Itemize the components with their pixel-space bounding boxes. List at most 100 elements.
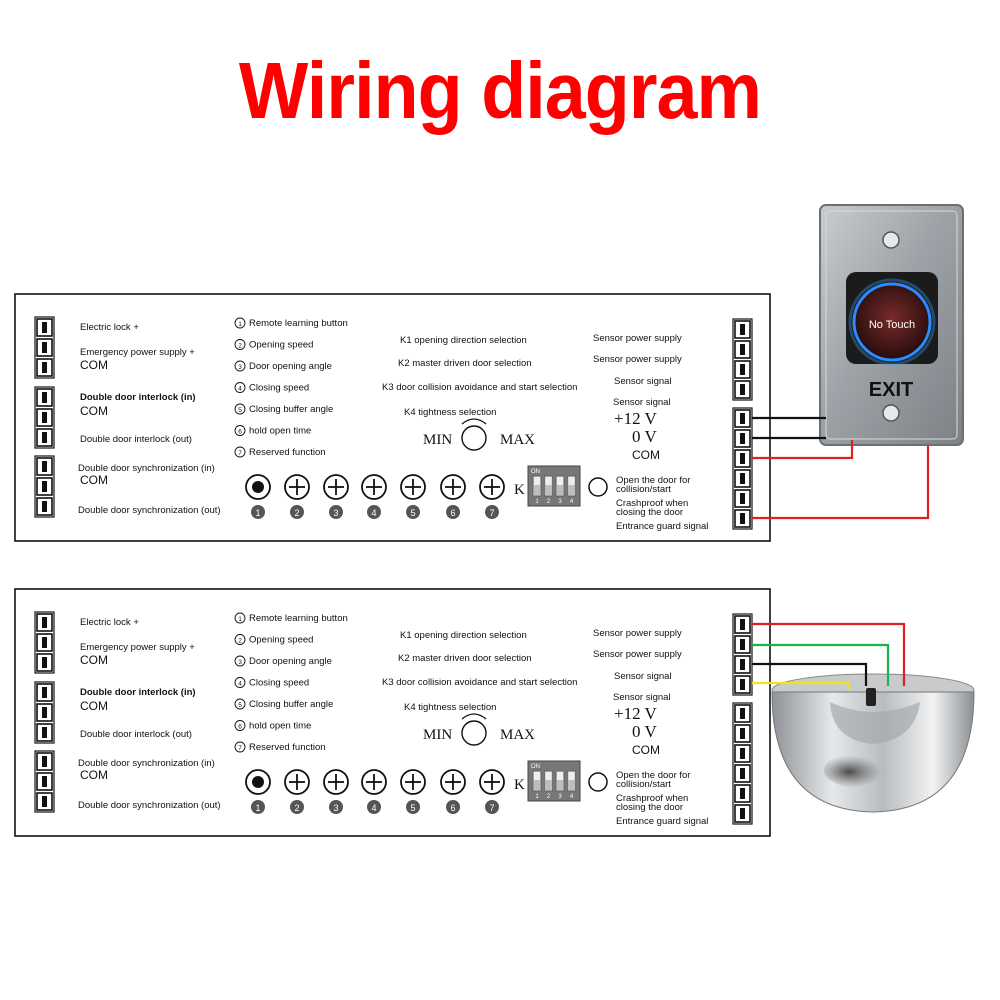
right-terminal-block-1-terminal[interactable] <box>734 360 751 379</box>
left-label: COM <box>80 699 108 713</box>
wire-sensor-power-1 <box>752 622 906 686</box>
touchless-sensor-face[interactable] <box>852 282 932 362</box>
controller-board-2: Electric lock +Emergency power supply +C… <box>14 588 771 837</box>
left-terminal-block-1-terminal[interactable] <box>36 358 53 377</box>
dip-switch-toggle[interactable] <box>532 770 542 792</box>
collision-start-button[interactable] <box>588 772 608 792</box>
exit-button-device[interactable]: No Touch EXIT <box>819 204 964 446</box>
right-terminal-block-2 <box>732 702 753 825</box>
k-setting-label: K4 tightness selection <box>404 407 496 418</box>
dip-number: 4 <box>570 499 574 505</box>
left-terminal-block-2-terminal[interactable] <box>36 388 53 407</box>
left-terminal-block-1-terminal[interactable] <box>36 633 53 652</box>
right-terminal-block-2-terminal[interactable] <box>734 449 751 468</box>
microwave-sensor-device[interactable] <box>771 673 975 813</box>
left-terminal-block-3-terminal[interactable] <box>36 772 53 791</box>
left-terminal-block-2-terminal[interactable] <box>36 408 53 427</box>
dip-switch-toggle[interactable] <box>567 475 576 497</box>
right-label: Sensor power supply <box>593 333 682 344</box>
crashproof-label: Crashproof when <box>616 498 688 509</box>
right-terminal-block-2-terminal[interactable] <box>734 509 751 528</box>
left-terminal-block-3-terminal[interactable] <box>36 497 53 516</box>
dip-switch-toggle[interactable] <box>555 770 565 792</box>
right-terminal-block-1-terminal[interactable] <box>734 655 751 674</box>
crashproof-label: Crashproof when <box>616 793 688 804</box>
screw-hole-icon <box>882 404 900 422</box>
left-terminal-block-3-terminal[interactable] <box>36 477 53 496</box>
collision-label: Open the door for <box>616 770 690 781</box>
left-terminal-block-3-terminal[interactable] <box>36 792 53 811</box>
number-circle-label: 1 <box>238 616 242 623</box>
right-terminal-block-1-terminal[interactable] <box>734 615 751 634</box>
right-terminal-block-2-terminal[interactable] <box>734 704 751 723</box>
dip-switch-toggle[interactable] <box>544 770 553 792</box>
right-label: Sensor signal <box>614 376 672 387</box>
left-terminal-block-2-terminal[interactable] <box>36 723 53 742</box>
right-terminal-block-1-terminal[interactable] <box>734 340 751 359</box>
number-circle-icon <box>234 382 246 393</box>
knob-number-badge <box>290 505 304 519</box>
right-terminal-block-1-terminal[interactable] <box>734 380 751 399</box>
dip-switch-toggle[interactable] <box>544 475 553 497</box>
dip-number: 2 <box>547 499 551 505</box>
left-terminal-block-2-terminal[interactable] <box>36 703 53 722</box>
left-label: Double door synchronization (out) <box>78 800 221 811</box>
left-terminal-block-2-terminal[interactable] <box>36 683 53 702</box>
right-terminal-block-2-terminal[interactable] <box>734 744 751 763</box>
left-terminal-block-3 <box>34 455 55 518</box>
left-terminal-block-2-terminal[interactable] <box>36 428 53 447</box>
left-label: Double door interlock (in) <box>80 687 196 698</box>
collision-start-button[interactable] <box>588 477 608 497</box>
right-terminal-block-2-terminal[interactable] <box>734 429 751 448</box>
left-label: COM <box>80 473 108 487</box>
left-label: Double door synchronization (out) <box>78 505 221 516</box>
number-circle-label: 7 <box>238 745 242 752</box>
number-circle-label: 4 <box>238 681 242 688</box>
right-terminal-block-2-terminal[interactable] <box>734 469 751 488</box>
right-terminal-block-1-terminal[interactable] <box>734 320 751 339</box>
max-label: MAX <box>500 727 535 743</box>
left-label: COM <box>80 653 108 667</box>
right-terminal-block-1-terminal[interactable] <box>734 675 751 694</box>
left-terminal-block-1-terminal[interactable] <box>36 613 53 632</box>
entrance-guard-label: Entrance guard signal <box>616 521 708 532</box>
dip-on-label: ON <box>531 469 540 475</box>
right-terminal-block-2-terminal[interactable] <box>734 804 751 823</box>
dip-switch-slider <box>568 772 575 780</box>
left-terminal-block-1-terminal[interactable] <box>36 318 53 337</box>
tightness-knob-icon[interactable] <box>461 720 487 746</box>
right-terminal-block-2-terminal[interactable] <box>734 724 751 743</box>
right-terminal-block-2-terminal[interactable] <box>734 764 751 783</box>
left-terminal-block-3-terminal[interactable] <box>36 752 53 771</box>
number-circle-icon <box>234 339 246 350</box>
dip-number: 2 <box>547 794 551 800</box>
dip-switch-toggle[interactable] <box>555 475 565 497</box>
dip-number: 1 <box>535 499 539 505</box>
dip-switch[interactable]: ON 1 2 3 4 <box>527 465 581 507</box>
dip-switch-toggle[interactable] <box>532 475 542 497</box>
number-circle-icon <box>234 741 246 753</box>
max-label: MAX <box>500 432 535 448</box>
left-terminal-block-2 <box>34 681 55 744</box>
right-terminal-block-2-terminal[interactable] <box>734 489 751 508</box>
dip-switch-slider <box>545 772 552 780</box>
knob-number: 5 <box>410 508 415 518</box>
right-terminal-block-2-terminal[interactable] <box>734 784 751 803</box>
right-terminal-block-2-terminal[interactable] <box>734 409 751 428</box>
knob-number-badge <box>446 505 460 519</box>
left-terminal-block-1-terminal[interactable] <box>36 338 53 357</box>
left-label: Double door interlock (out) <box>80 434 192 445</box>
left-label: Double door synchronization (in) <box>78 463 215 474</box>
k-setting-label: K2 master driven door selection <box>398 358 532 369</box>
dip-switch-toggle[interactable] <box>567 770 576 792</box>
dip-switch-slider <box>568 477 575 485</box>
tightness-knob-icon[interactable] <box>461 425 487 451</box>
button-dot-icon <box>252 776 264 788</box>
exit-label: EXIT <box>869 379 913 401</box>
wire-sensor-power-2 <box>752 643 890 686</box>
left-terminal-block-3-terminal[interactable] <box>36 457 53 476</box>
dip-number: 3 <box>558 499 562 505</box>
right-terminal-block-1-terminal[interactable] <box>734 635 751 654</box>
left-terminal-block-1-terminal[interactable] <box>36 653 53 672</box>
